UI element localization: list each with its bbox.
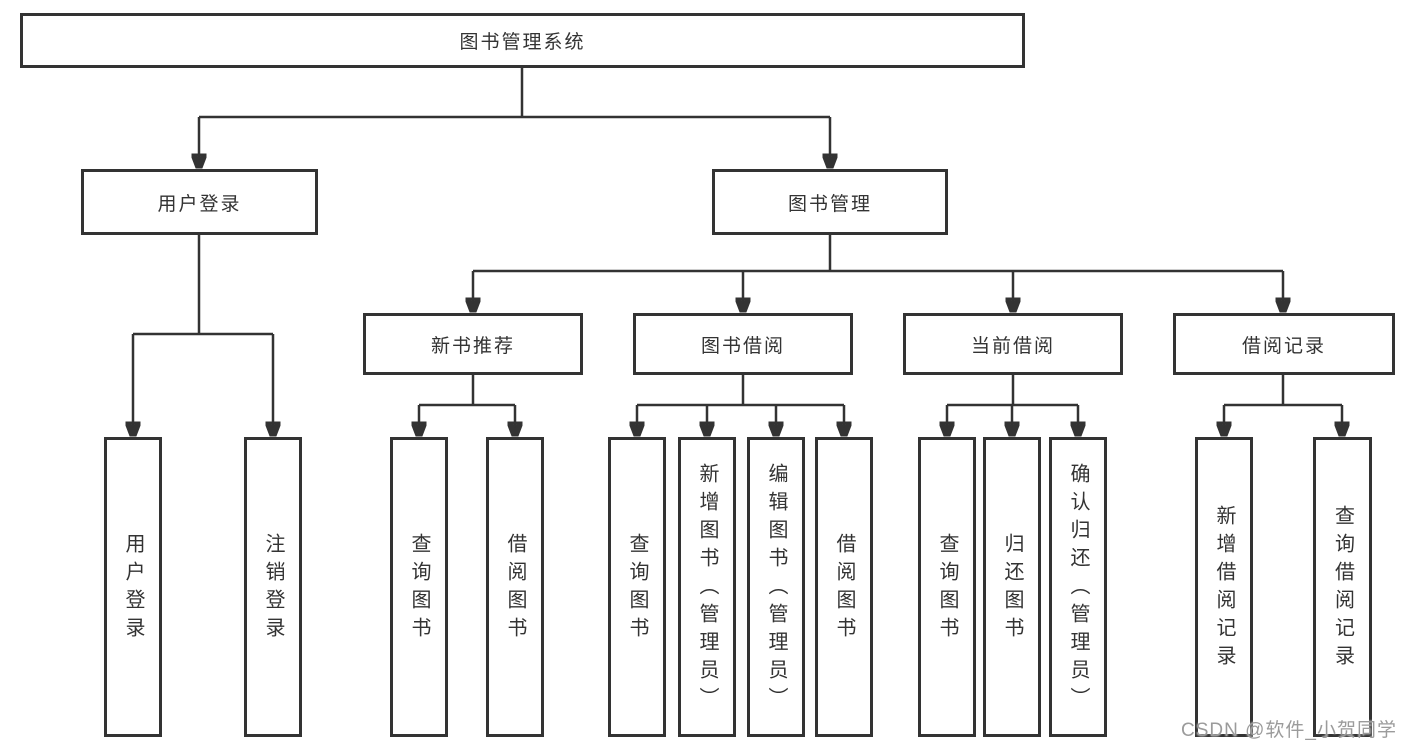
leaf-user-login: 用户登录 [104,437,162,737]
node-new-book-recommend: 新书推荐 [363,313,583,375]
node-borrowing-records: 借阅记录 [1173,313,1395,375]
leaf-add-books-admin: 新增图书（管理员） [678,437,736,737]
leaf-query-books-recommend: 查询图书 [390,437,448,737]
node-book-management: 图书管理 [712,169,948,235]
leaf-borrow-books-recommend: 借阅图书 [486,437,544,737]
leaf-query-borrow-record: 查询借阅记录 [1313,437,1372,737]
leaf-query-books-current: 查询图书 [918,437,976,737]
leaf-borrow-books-borrowing: 借阅图书 [815,437,873,737]
node-book-borrowing: 图书借阅 [633,313,853,375]
node-book-management-system: 图书管理系统 [20,13,1025,68]
csdn-watermark: CSDN @软件_小贺同学 [1181,720,1397,741]
node-current-borrowing: 当前借阅 [903,313,1123,375]
node-user-login: 用户登录 [81,169,318,235]
leaf-add-borrow-record: 新增借阅记录 [1195,437,1253,737]
leaf-confirm-return-admin: 确认归还（管理员） [1049,437,1107,737]
leaf-edit-books-admin: 编辑图书（管理员） [747,437,805,737]
leaf-query-books-borrowing: 查询图书 [608,437,666,737]
leaf-logout-login: 注销登录 [244,437,302,737]
leaf-return-books: 归还图书 [983,437,1041,737]
